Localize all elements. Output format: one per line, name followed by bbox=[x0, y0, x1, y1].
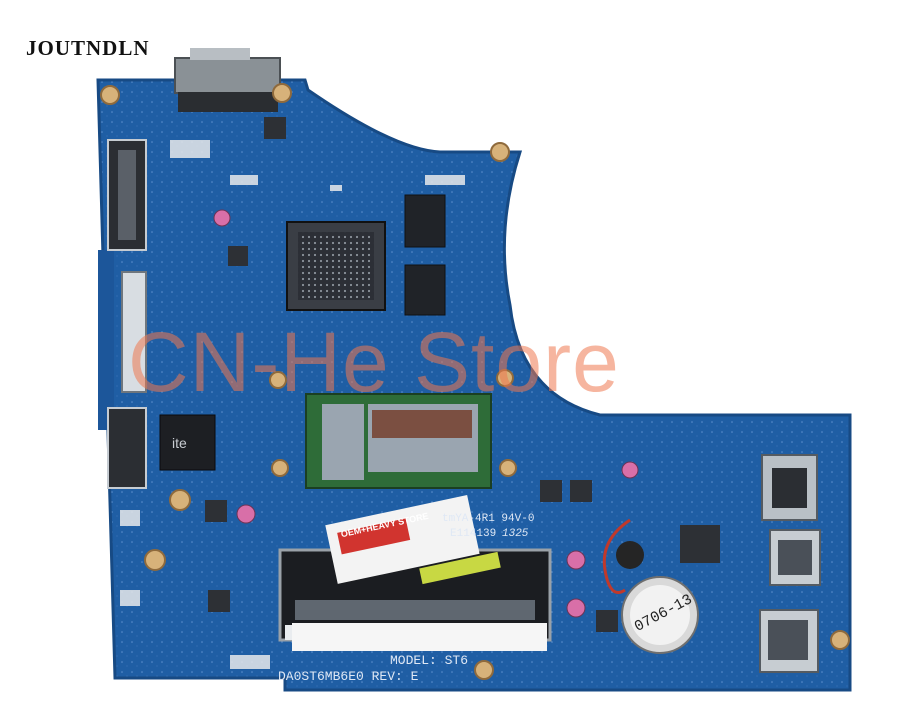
cpu bbox=[305, 393, 492, 489]
mounting-holes bbox=[100, 83, 850, 680]
capacitors bbox=[213, 209, 639, 618]
chipset-bga bbox=[286, 221, 386, 311]
usb-ports bbox=[759, 529, 821, 673]
model-silkscreen: MODEL: ST6 bbox=[390, 653, 469, 668]
ul-mark-silkscreen: tmYA-4R1 94V-0 bbox=[442, 513, 535, 525]
cmos-battery bbox=[602, 518, 699, 654]
ul-code-silkscreen: E114139 bbox=[450, 528, 497, 540]
ec-chip: ite bbox=[159, 414, 216, 471]
date-code-silkscreen: 1325 bbox=[502, 528, 529, 540]
rj45-port bbox=[761, 454, 818, 521]
power-connector bbox=[174, 48, 281, 112]
part-number-silkscreen: DA0ST6MB6E0 REV: E bbox=[278, 669, 419, 684]
stickers bbox=[292, 495, 547, 651]
brand-logo: JOUTNDLN bbox=[26, 36, 150, 60]
small-components bbox=[120, 140, 465, 669]
left-slots bbox=[107, 139, 147, 489]
memory-chips bbox=[404, 194, 446, 316]
inductors bbox=[205, 117, 720, 632]
store-watermark: CN-He Store bbox=[128, 315, 620, 409]
svg-text:ite: ite bbox=[172, 435, 187, 451]
